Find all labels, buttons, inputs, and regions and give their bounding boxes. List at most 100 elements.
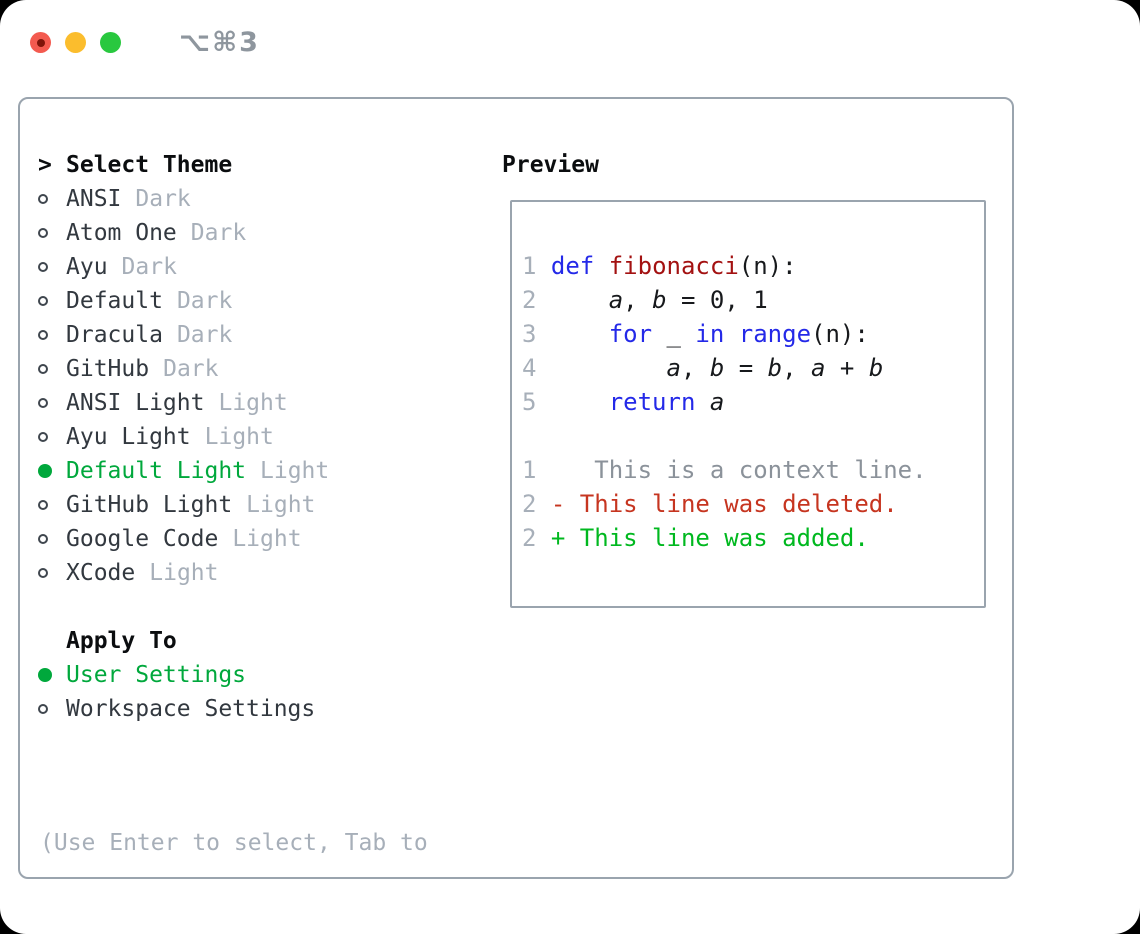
code-token: for bbox=[608, 320, 653, 348]
code-line: 5 return a bbox=[522, 385, 984, 419]
line-number: 1 bbox=[522, 252, 537, 280]
code-token: def bbox=[550, 252, 595, 280]
radio-unselected-icon bbox=[38, 296, 48, 306]
radio-unselected-icon bbox=[38, 534, 48, 544]
diff-context-line: 1 This is a context line. bbox=[522, 453, 984, 487]
blank-line bbox=[522, 419, 984, 453]
apply-option-workspace-settings[interactable]: Workspace Settings bbox=[38, 692, 315, 726]
radio-unselected-icon bbox=[38, 228, 48, 238]
minimize-button[interactable] bbox=[65, 32, 86, 53]
line-number: 5 bbox=[522, 388, 537, 416]
code-token bbox=[536, 320, 608, 348]
theme-option-dracula-dark[interactable]: Dracula Dark bbox=[38, 318, 329, 352]
code-token bbox=[536, 388, 608, 416]
preview-box: 1 def fibonacci(n): 2 a, b = 0, 1 3 for … bbox=[510, 200, 986, 608]
code-token: a bbox=[608, 286, 624, 314]
radio-unselected-icon bbox=[38, 364, 48, 374]
window-shortcut-label: ⌥⌘3 bbox=[179, 27, 260, 58]
radio-unselected-icon bbox=[38, 568, 48, 578]
code-token: b bbox=[767, 354, 783, 382]
code-token: (n): bbox=[738, 252, 797, 280]
close-button[interactable] bbox=[30, 32, 51, 53]
code-token: _ bbox=[652, 320, 696, 348]
code-token: range bbox=[738, 320, 812, 348]
code-token bbox=[536, 354, 666, 382]
titlebar: ⌥⌘3 bbox=[30, 27, 260, 58]
code-line: 3 for _ in range(n): bbox=[522, 317, 984, 351]
code-token bbox=[724, 320, 738, 348]
code-token: , bbox=[680, 354, 710, 382]
theme-option-ayu-dark[interactable]: Ayu Dark bbox=[38, 250, 329, 284]
preview-title: Preview bbox=[502, 152, 599, 178]
diff-deleted-line: 2 - This line was deleted. bbox=[522, 487, 984, 521]
code-token bbox=[536, 456, 594, 484]
code-line: 2 a, b = 0, 1 bbox=[522, 283, 984, 317]
line-number: 2 bbox=[522, 490, 537, 518]
code-token bbox=[536, 524, 550, 552]
close-dot-icon bbox=[36, 38, 45, 47]
code-token: in bbox=[695, 320, 725, 348]
theme-option-xcode-light[interactable]: XCode Light bbox=[38, 556, 329, 590]
theme-option-ayu-light[interactable]: Ayu Light Light bbox=[38, 420, 329, 454]
radio-unselected-icon bbox=[38, 262, 48, 272]
apply-to-title: Apply To bbox=[66, 628, 177, 654]
code-token: + bbox=[825, 354, 869, 382]
code-token bbox=[536, 286, 608, 314]
line-number: 2 bbox=[522, 524, 537, 552]
code-token: This is a context line. bbox=[594, 456, 927, 484]
code-token: b bbox=[709, 354, 725, 382]
code-token: fibonacci bbox=[608, 252, 739, 280]
code-token bbox=[536, 252, 550, 280]
apply-option-user-settings[interactable]: User Settings bbox=[38, 658, 315, 692]
radio-unselected-icon bbox=[38, 398, 48, 408]
code-token bbox=[594, 252, 608, 280]
radio-unselected-icon bbox=[38, 194, 48, 204]
code-token: return bbox=[608, 388, 696, 416]
apply-to-group: Apply To User Settings Workspace Setting… bbox=[38, 624, 315, 726]
code-token: b bbox=[652, 286, 667, 314]
radio-unselected-icon bbox=[38, 432, 48, 442]
radio-unselected-icon bbox=[38, 330, 48, 340]
line-number: 2 bbox=[522, 286, 537, 314]
theme-option-github-dark[interactable]: GitHub Dark bbox=[38, 352, 329, 386]
diff-added-line: 2 + This line was added. bbox=[522, 521, 984, 555]
code-preview: 1 def fibonacci(n): 2 a, b = 0, 1 3 for … bbox=[512, 202, 984, 555]
radio-selected-icon bbox=[38, 464, 52, 478]
help-text-line1: (Use Enter to select, Tab to bbox=[40, 830, 428, 856]
code-token: (n): bbox=[811, 320, 869, 348]
preview-header-row: Preview bbox=[502, 148, 599, 182]
code-token: - This line was deleted. bbox=[550, 490, 898, 518]
radio-unselected-icon bbox=[38, 704, 48, 714]
theme-list-title: Select Theme bbox=[66, 152, 233, 178]
theme-option-atom-one-dark[interactable]: Atom One Dark bbox=[38, 216, 329, 250]
code-token: = 0, 1 bbox=[666, 286, 768, 314]
cursor-prompt-icon: > bbox=[38, 152, 52, 178]
line-number: 4 bbox=[522, 354, 537, 382]
code-token: + This line was added. bbox=[550, 524, 869, 552]
code-line: 1 def fibonacci(n): bbox=[522, 249, 984, 283]
theme-option-default-light[interactable]: Default Light Light bbox=[38, 454, 329, 488]
theme-option-default-dark[interactable]: Default Dark bbox=[38, 284, 329, 318]
code-token: , bbox=[623, 286, 653, 314]
theme-option-ansi-light[interactable]: ANSI Light Light bbox=[38, 386, 329, 420]
code-token: , bbox=[782, 354, 812, 382]
code-token: a bbox=[811, 354, 826, 382]
apply-to-header-row: Apply To bbox=[38, 624, 315, 658]
help-text-line2: change focus) bbox=[40, 928, 428, 934]
theme-option-github-light[interactable]: GitHub Light Light bbox=[38, 488, 329, 522]
code-token: a bbox=[666, 354, 681, 382]
code-line: 4 a, b = b, a + b bbox=[522, 351, 984, 385]
radio-unselected-icon bbox=[38, 500, 48, 510]
code-token: a bbox=[709, 388, 725, 416]
theme-option-google-code-light[interactable]: Google Code Light bbox=[38, 522, 329, 556]
theme-dialog-panel: > Select Theme ANSI Dark Atom One Dark A… bbox=[18, 97, 1014, 934]
theme-list-header-row: > Select Theme bbox=[38, 148, 329, 182]
theme-option-ansi-dark[interactable]: ANSI Dark bbox=[38, 182, 329, 216]
code-token: = bbox=[724, 354, 768, 382]
code-token bbox=[536, 490, 550, 518]
theme-list: > Select Theme ANSI Dark Atom One Dark A… bbox=[38, 148, 329, 590]
line-number: 1 bbox=[522, 456, 537, 484]
line-number: 3 bbox=[522, 320, 537, 348]
zoom-button[interactable] bbox=[100, 32, 121, 53]
